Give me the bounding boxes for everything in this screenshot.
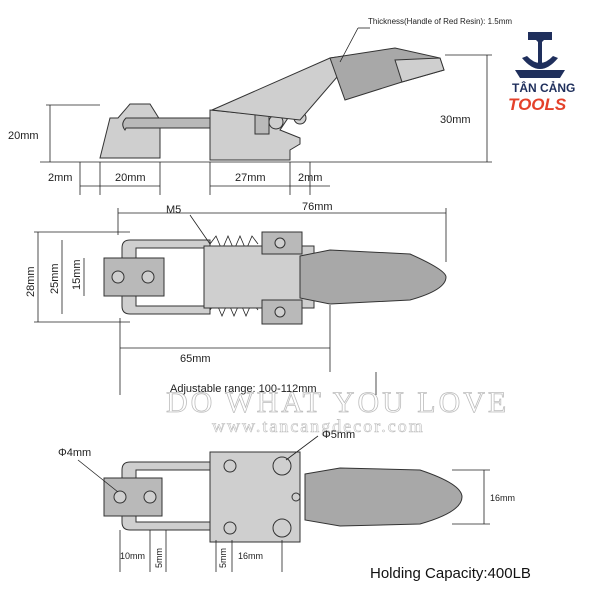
dim-base-width: 20mm xyxy=(115,172,146,184)
brand-tag: TOOLS xyxy=(508,95,567,114)
dim-body-width: 27mm xyxy=(235,172,266,184)
dim-16mm: 16mm xyxy=(238,551,263,561)
brand-logo: TÂN CẢNG TOOLS xyxy=(508,32,575,114)
dim-hole-small: Φ4mm xyxy=(58,447,91,459)
dim-5mm-left: 5mm xyxy=(154,548,164,568)
thickness-note: Thickness(Handle of Red Resin): 1.5mm xyxy=(368,17,512,26)
dim-height-right: 30mm xyxy=(440,114,471,126)
dim-height-left: 20mm xyxy=(8,130,39,142)
dim-length-to-hook: 65mm xyxy=(180,353,211,365)
adjustable-range: Adjustable range: 100-112mm xyxy=(170,383,317,395)
watermark: DO WHAT YOU LOVE www.tancangdecor.com xyxy=(166,386,509,437)
side-view xyxy=(99,47,445,161)
dim-bottom-height: 16mm xyxy=(490,493,515,503)
dim-5mm-right: 5mm xyxy=(218,548,228,568)
side-view-dimensions: 20mm 30mm 2mm 20mm 27mm 2mm Thickness(Ha… xyxy=(8,17,512,195)
bottom-view xyxy=(103,451,463,543)
dim-width-hook: 15mm xyxy=(71,259,83,290)
holding-capacity: Holding Capacity:400LB xyxy=(370,565,531,582)
dim-gap-right: 2mm xyxy=(298,172,322,184)
dim-width-outer: 28mm xyxy=(25,266,37,297)
top-view-dimensions: 76mm M5 28mm 25mm 15mm 65mm Adjustable r… xyxy=(25,201,447,395)
dim-hole-large: Φ5mm xyxy=(322,429,355,441)
screw-label: M5 xyxy=(166,204,181,216)
bottom-view-dimensions: Φ4mm Φ5mm 16mm 10mm 5mm 5mm 16mm xyxy=(58,429,515,572)
anchor-icon xyxy=(515,32,565,78)
top-view xyxy=(103,231,447,325)
watermark-url: www.tancangdecor.com xyxy=(212,416,425,436)
dim-gap-left: 2mm xyxy=(48,172,72,184)
dim-10mm: 10mm xyxy=(120,551,145,561)
brand-name: TÂN CẢNG xyxy=(512,80,575,95)
dim-width-inner: 25mm xyxy=(49,263,61,294)
dim-overall-length: 76mm xyxy=(302,201,333,213)
watermark-slogan: DO WHAT YOU LOVE xyxy=(166,386,509,419)
